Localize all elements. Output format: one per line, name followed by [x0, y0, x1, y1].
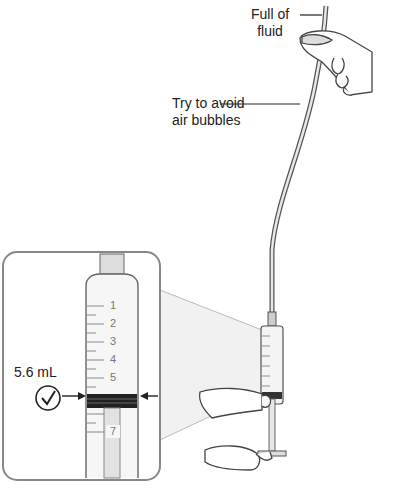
dimension-label: 5.6 mL — [14, 364, 74, 381]
leader-line — [300, 14, 322, 15]
scale-number: 1 — [106, 299, 120, 312]
scale-number: 4 — [106, 353, 120, 366]
measure-arrows — [62, 392, 158, 400]
top-hand — [300, 31, 372, 95]
check-mark — [36, 386, 60, 410]
scale-number: 2 — [106, 317, 120, 330]
zoomed-syringe — [86, 254, 138, 478]
scale-number: 5 — [106, 371, 120, 384]
scale-number: 7 — [106, 425, 120, 438]
callout-label: Full of fluid — [240, 6, 300, 40]
zoom-line — [160, 290, 262, 330]
zoom-inset — [3, 252, 160, 480]
zoom-wedge — [160, 290, 262, 440]
syringe — [258, 312, 286, 456]
bottom-hand — [200, 388, 272, 470]
callout-label: Try to avoid air bubbles — [172, 95, 252, 129]
scale-number: 3 — [106, 335, 120, 348]
